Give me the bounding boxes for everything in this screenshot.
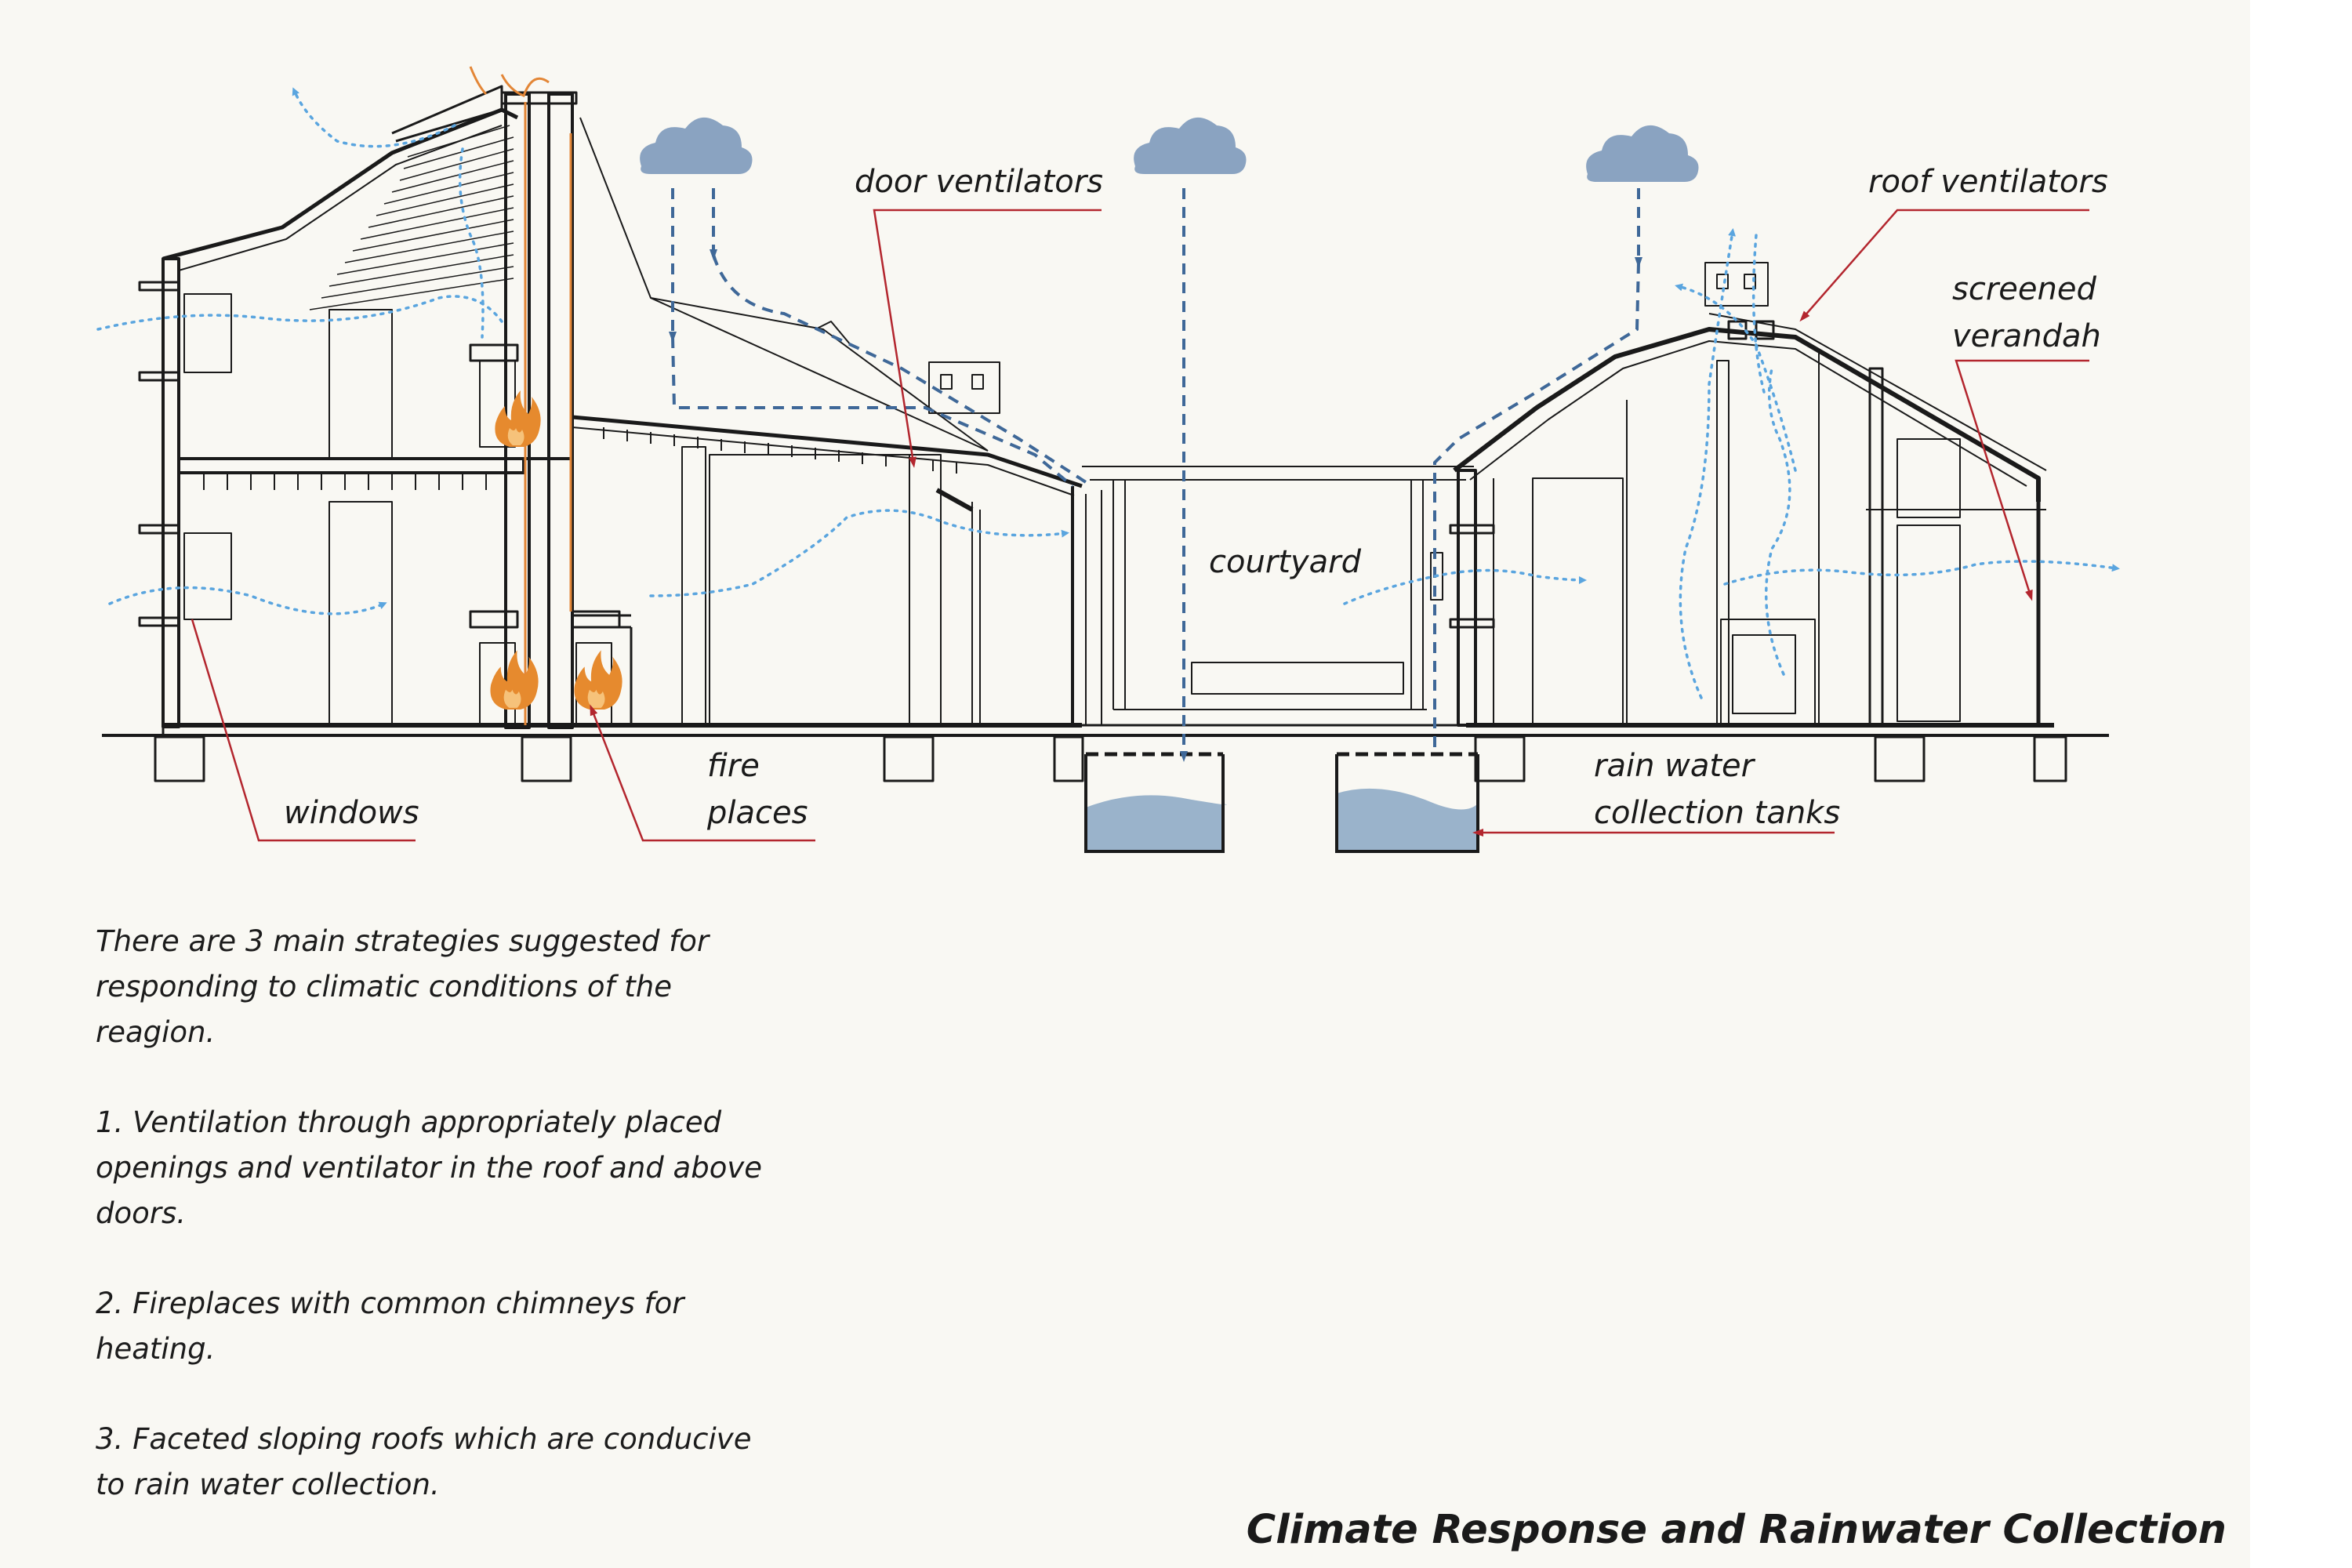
label-screened-verandah-line2: verandah [1952,318,2101,354]
left-building [138,85,1082,735]
water-tank [1084,752,1227,853]
label-roof-ventilators: roof ventilators [1868,164,2108,200]
notes-item-3: 3. Faceted sloping roofs which are condu… [96,1422,752,1501]
label-door-ventilators: door ventilators [855,164,1103,200]
notes-item-1: 1. Ventilation through appropriately pla… [96,1105,763,1230]
foundation-pier [521,735,572,782]
leader-lines [191,209,2089,842]
diagram-title: Climate Response and Rainwater Collectio… [1246,1507,2227,1553]
right-building [1449,262,2054,728]
foundation-pier [1053,735,1084,782]
label-courtyard: courtyard [1209,544,1362,580]
building-linework [102,85,2109,782]
notes-item-2: 2. Fireplaces with common chimneys for h… [96,1287,684,1366]
foundation-pier [2033,735,2067,782]
diagram-panel [0,0,2250,1568]
strategy-notes: There are 3 main strategies suggested fo… [96,919,770,1552]
middle-building [572,117,1083,726]
label-rain-water-line1: rain water [1594,748,1756,784]
label-fire-places-line2: places [706,795,808,831]
foundation-pier [1874,735,1926,782]
label-rain-water-line2: collection tanks [1594,795,1840,831]
courtyard-frame [1066,466,1474,727]
foundation-pier [1474,735,1526,782]
water-tank [1335,752,1479,853]
label-windows: windows [284,795,419,831]
rain-water-paths [669,188,1642,762]
foundation-pier [883,735,935,782]
notes-intro: There are 3 main strategies suggested fo… [96,924,710,1049]
foundation-pier [154,735,205,782]
fire-icon [490,390,622,710]
label-screened-verandah-line1: screened [1952,271,2096,307]
rainwater-tanks [1084,752,1479,853]
cloud-icon [640,117,1699,182]
airflow-arrow-icon [96,87,2120,699]
label-fire-places-line1: fire [707,748,760,784]
